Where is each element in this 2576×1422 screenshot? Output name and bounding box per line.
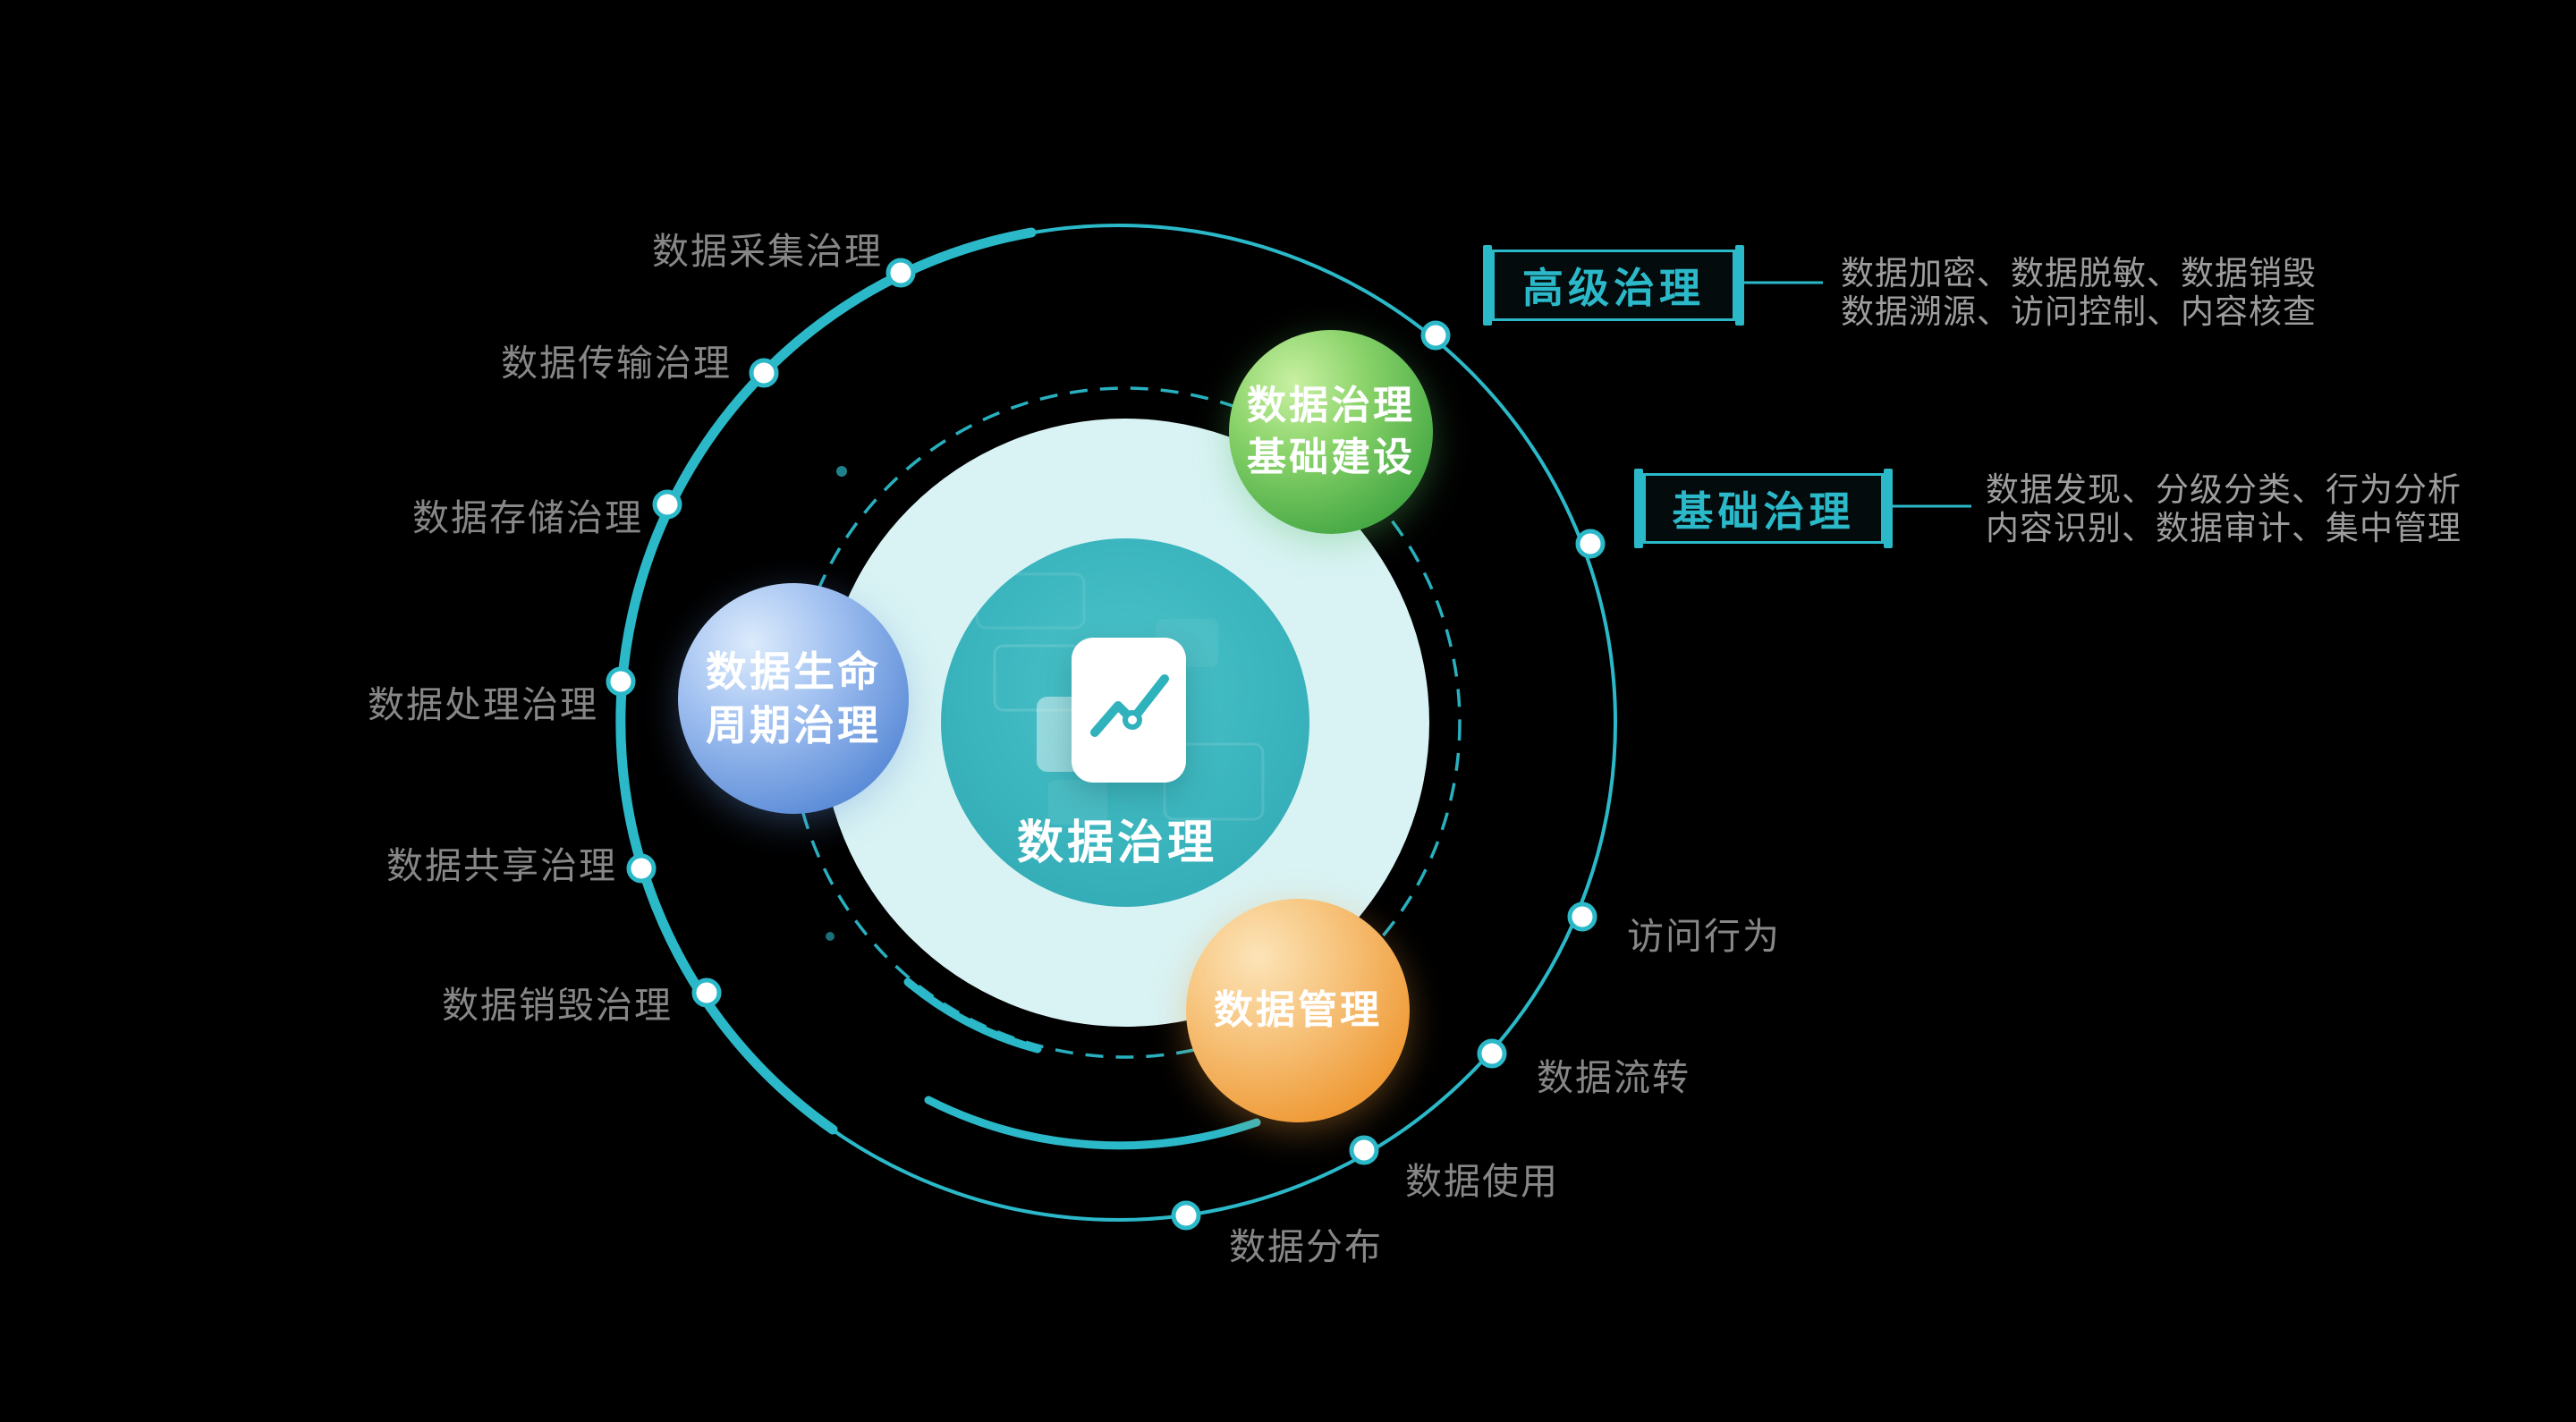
ring-node xyxy=(691,978,722,1008)
decorative-speck xyxy=(826,932,835,941)
ring-node xyxy=(1575,529,1606,559)
trend-line-icon xyxy=(1090,674,1169,737)
callout-title: 基础治理 xyxy=(1672,487,1855,535)
bubble-data-management: 数据管理 xyxy=(1186,899,1410,1122)
right-label-access-behavior: 访问行为 xyxy=(1627,916,1781,957)
ring-node xyxy=(626,853,657,884)
bubble-data-lifecycle-governance: 数据生命 周期治理 xyxy=(678,583,909,814)
center-title: 数据治理 xyxy=(1016,817,1217,869)
callout-desc-basic: 数据发现、分级分类、行为分析 内容识别、数据审计、集中管理 xyxy=(1986,470,2462,547)
callout-desc-line: 内容识别、数据审计、集中管理 xyxy=(1986,510,2462,546)
ring-node xyxy=(652,489,682,520)
bubble-text-line: 数据生命 xyxy=(706,648,881,695)
ring-node xyxy=(1477,1038,1507,1069)
bubble-text-line: 基础建设 xyxy=(1247,436,1415,479)
left-label-processing: 数据处理治理 xyxy=(368,684,598,725)
bubble-governance-infrastructure: 数据治理 基础建设 xyxy=(1229,330,1433,534)
callout-title: 高级治理 xyxy=(1522,265,1705,311)
ring-node xyxy=(1420,320,1451,351)
left-label-sharing: 数据共享治理 xyxy=(386,845,617,886)
bubble-text-line: 数据管理 xyxy=(1214,988,1382,1032)
callout-desc-line: 数据溯源、访问控制、内容核查 xyxy=(1841,293,2317,330)
right-label-data-distribution: 数据分布 xyxy=(1229,1226,1383,1267)
ring-node xyxy=(886,258,916,288)
bubble-text-line: 周期治理 xyxy=(706,702,881,749)
callout-box-basic-governance: 基础治理 xyxy=(1634,469,1893,548)
ring-node xyxy=(749,358,779,388)
ring-node xyxy=(1349,1135,1379,1165)
document-chart-icon xyxy=(1072,638,1186,783)
right-label-data-flow: 数据流转 xyxy=(1537,1057,1690,1098)
right-label-data-usage: 数据使用 xyxy=(1405,1161,1559,1202)
left-label-destruction: 数据销毁治理 xyxy=(442,985,673,1026)
callout-desc-line: 数据发现、分级分类、行为分析 xyxy=(1986,471,2462,508)
dashed-ring-thick-arc xyxy=(903,978,1042,1054)
callout-desc-line: 数据加密、数据脱敏、数据销毁 xyxy=(1841,255,2317,292)
left-label-collection: 数据采集治理 xyxy=(652,231,883,272)
ring-node xyxy=(1567,901,1597,932)
ring-node xyxy=(1171,1200,1201,1231)
callout-desc-advanced: 数据加密、数据脱敏、数据销毁 数据溯源、访问控制、内容核查 xyxy=(1841,254,2317,331)
left-label-storage: 数据存储治理 xyxy=(412,497,643,538)
ring-node xyxy=(606,666,636,697)
bottom-decorative-arc xyxy=(924,1096,1261,1150)
bubble-text-line: 数据治理 xyxy=(1247,384,1415,427)
decorative-speck xyxy=(836,466,847,477)
left-label-transmission: 数据传输治理 xyxy=(501,343,732,384)
callout-box-advanced-governance: 高级治理 xyxy=(1483,245,1744,326)
